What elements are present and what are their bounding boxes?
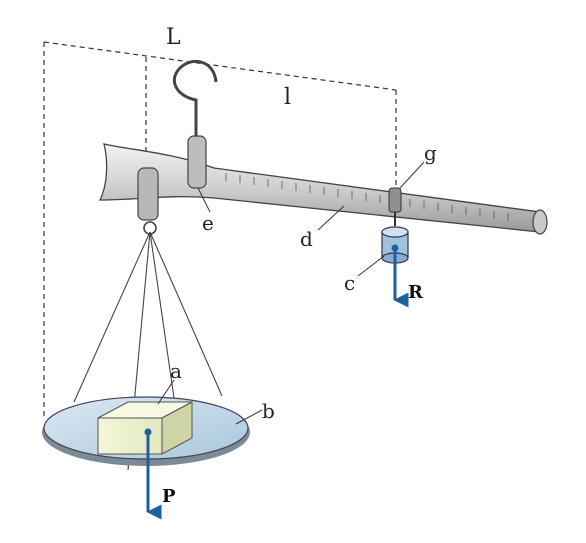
cylinder-weight-icon [381,226,409,264]
label-c: c [344,271,355,295]
label-b: b [262,399,275,423]
label-g: g [424,141,437,165]
leader-lines [157,161,425,425]
label-a: a [170,359,182,383]
beam-d [98,143,548,235]
force-point-P [144,428,152,436]
top-dim-line [43,41,397,91]
label-e: e [202,211,214,235]
dimension-lines [43,41,397,420]
label-l: l [284,85,291,110]
hook-icon [173,59,218,136]
pan-hanger [137,167,159,221]
hook-clamp [187,135,207,189]
pan-ring [143,221,157,235]
block-a [97,401,193,455]
force-point-R [391,244,399,252]
label-R: R [408,282,424,303]
slider-g [388,187,402,226]
label-P: P [162,486,176,507]
label-L: L [166,25,181,50]
beam-scale-ticks [225,173,509,221]
label-d: d [300,227,313,251]
